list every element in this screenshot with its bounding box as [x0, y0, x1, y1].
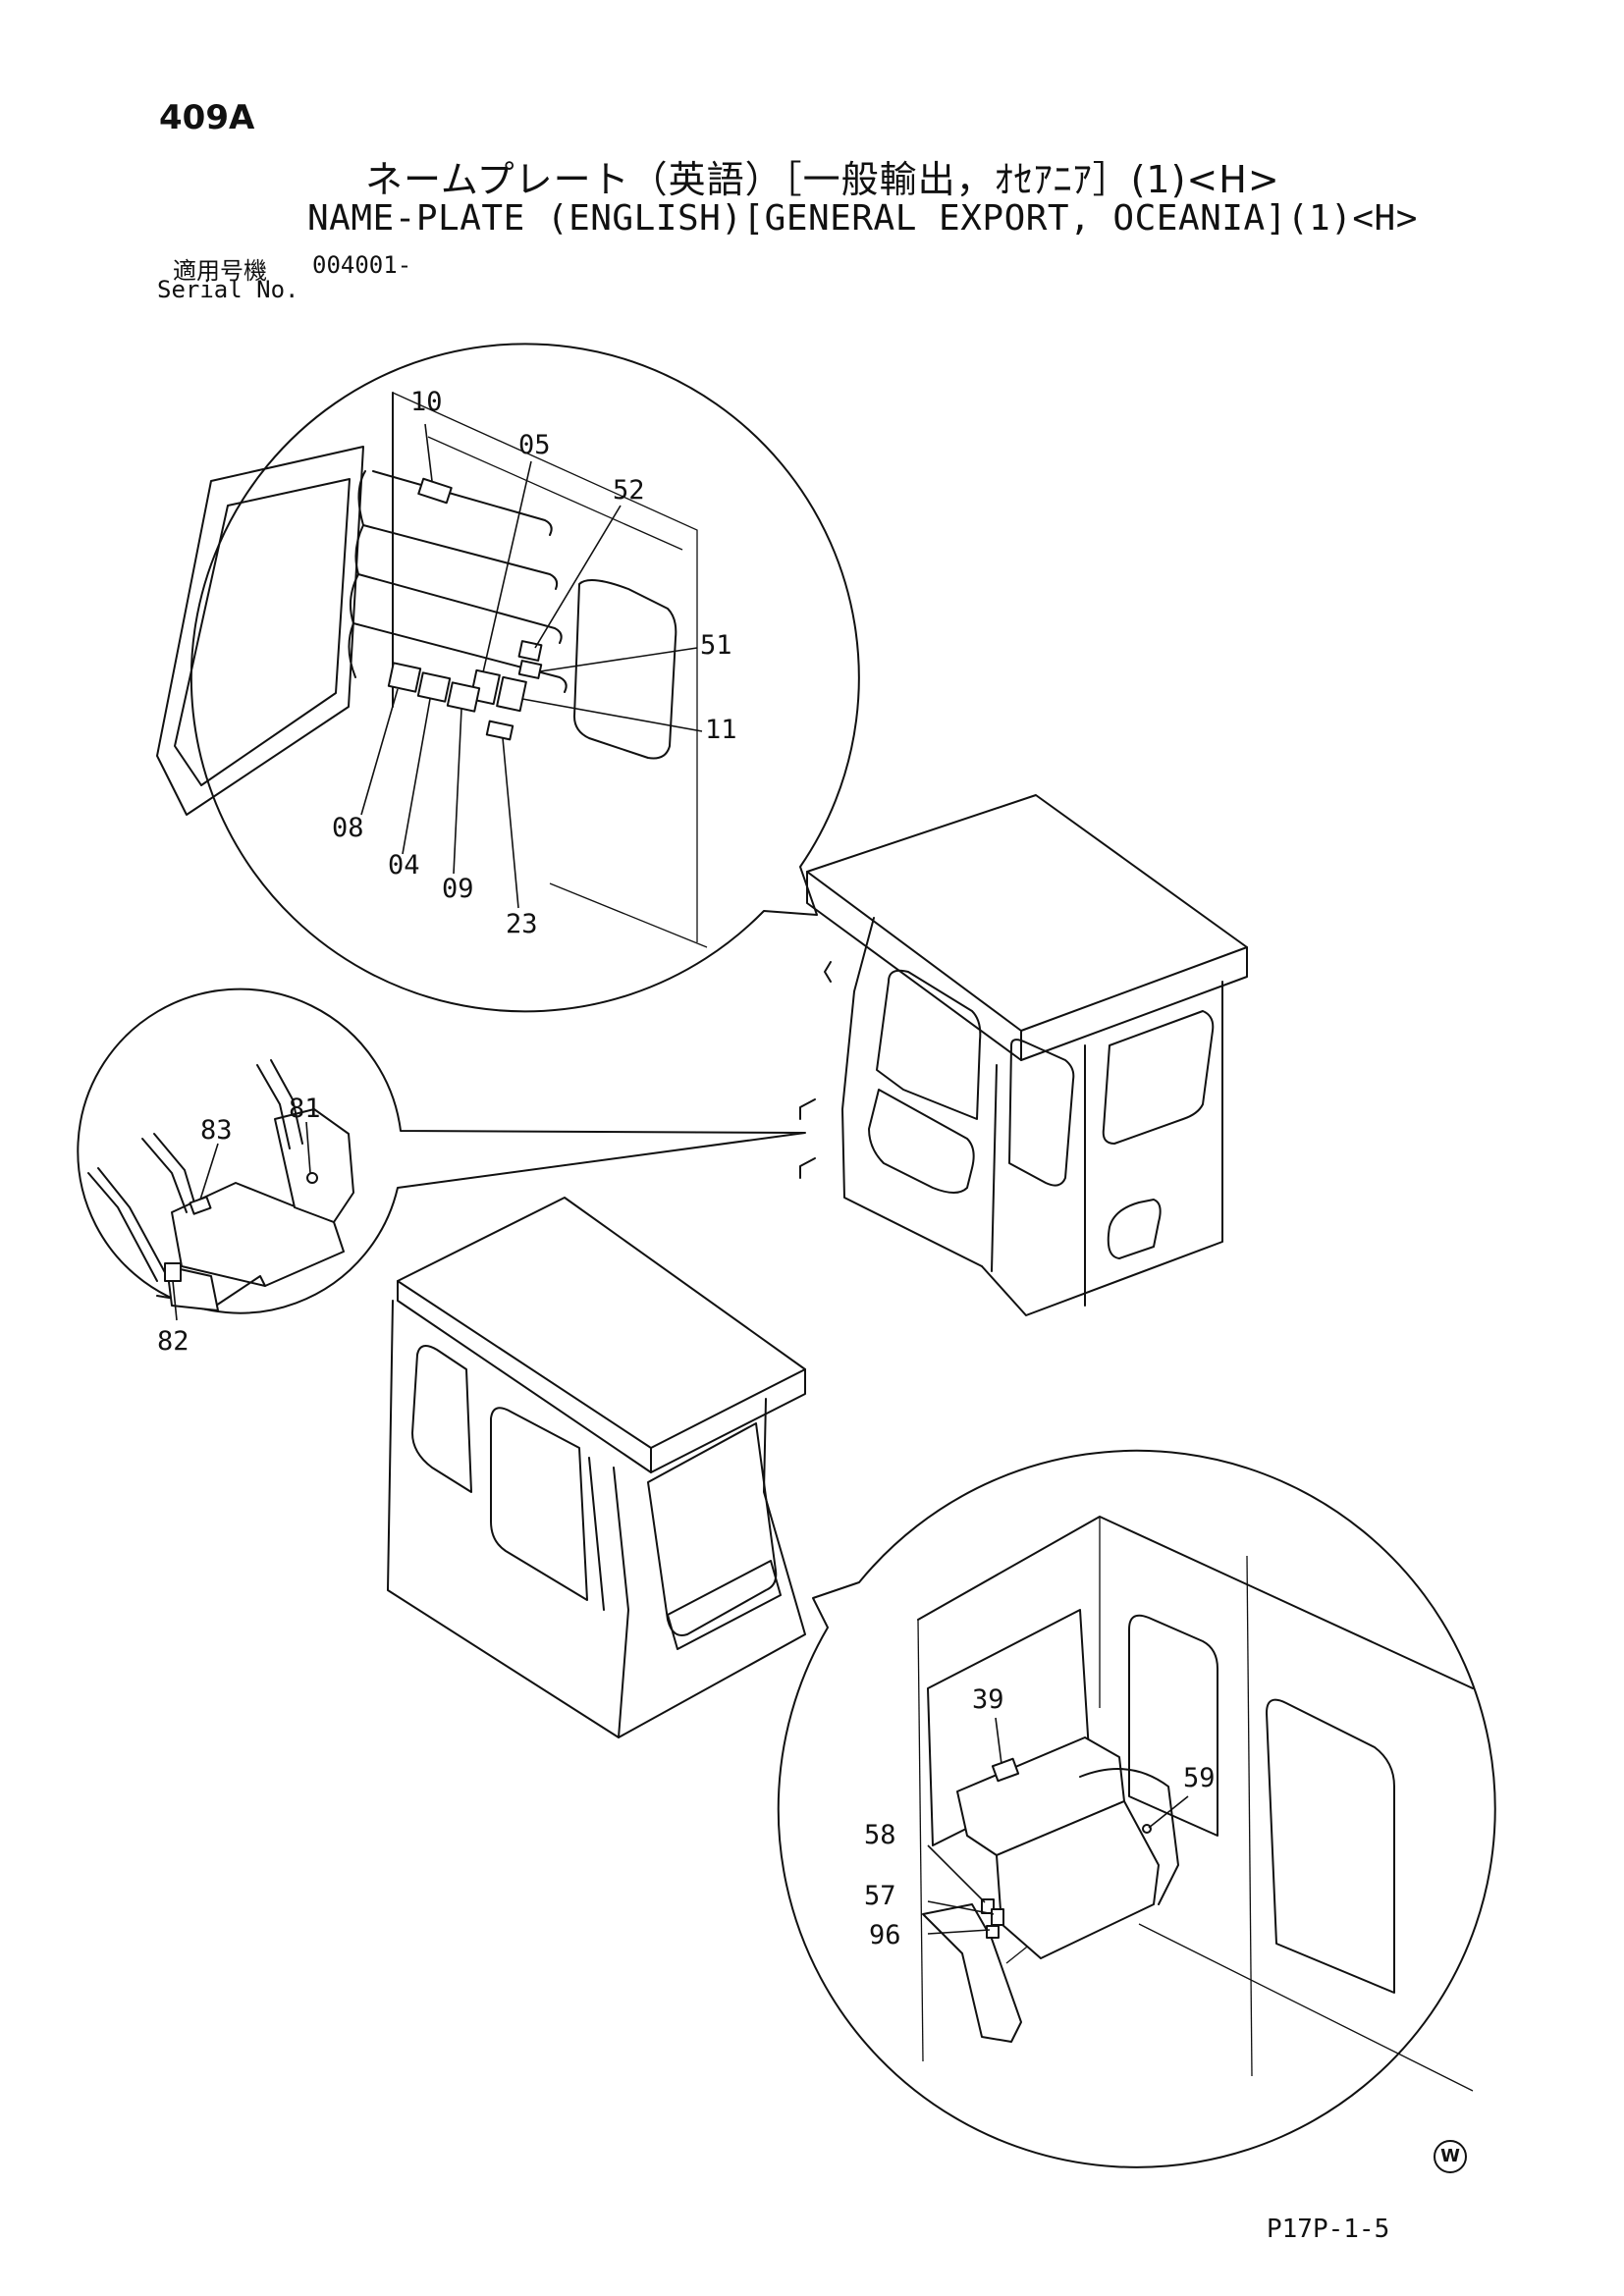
- plate-81: [306, 1172, 318, 1184]
- top-detail-bubble: [189, 343, 860, 1013]
- plate-96: [986, 1925, 1000, 1939]
- top-detail-view: 10 05 52 51 11 08 04 09 23: [156, 343, 860, 1013]
- callout-10: 10: [410, 387, 443, 417]
- callout-59: 59: [1183, 1763, 1216, 1793]
- plate-04: [416, 671, 452, 703]
- cab-lower-view: [387, 1197, 806, 1738]
- callout-96: 96: [869, 1920, 901, 1950]
- w-circle-mark: W: [1434, 2140, 1467, 2173]
- plate-10: [417, 477, 453, 505]
- callout-08: 08: [332, 813, 364, 843]
- left-detail-view: 81 83 82: [77, 988, 806, 1357]
- drawing-code: P17P-1-5: [1267, 2215, 1390, 2244]
- plate-57: [991, 1908, 1004, 1926]
- plate-09: [446, 681, 481, 713]
- serial-label-japanese: 適用号機: [173, 257, 267, 285]
- title-japanese: ネームプレート（英語）［一般輸出，ｵｾｱﾆｱ］(1)<H>: [365, 158, 1280, 201]
- plate-08: [387, 662, 422, 693]
- callout-23: 23: [506, 909, 538, 939]
- callout-04: 04: [388, 850, 420, 881]
- bottom-detail-bubble: [777, 1449, 1496, 2168]
- callout-52: 52: [613, 475, 645, 506]
- callout-39: 39: [972, 1684, 1004, 1715]
- callout-81: 81: [289, 1094, 321, 1124]
- plate-59: [1142, 1824, 1152, 1834]
- callout-09: 09: [442, 874, 474, 904]
- serial-number-value: 004001-: [312, 251, 412, 279]
- callout-05: 05: [518, 430, 551, 460]
- left-detail-bubble: [77, 988, 806, 1314]
- callout-82: 82: [157, 1326, 189, 1357]
- plate-83: [189, 1196, 212, 1215]
- plate-39: [991, 1757, 1020, 1783]
- plate-82: [164, 1262, 182, 1282]
- plate-23: [485, 720, 514, 741]
- plate-51: [517, 660, 543, 679]
- bottom-detail-view: 39 59 58 57 96: [777, 1449, 1496, 2168]
- callout-11: 11: [705, 715, 737, 745]
- callout-83: 83: [200, 1115, 233, 1146]
- cab-upper-view: [799, 794, 1248, 1316]
- callout-57: 57: [864, 1881, 896, 1911]
- page-number: 409A: [159, 98, 255, 137]
- callout-58: 58: [864, 1820, 896, 1850]
- callout-51: 51: [700, 630, 732, 661]
- plate-11: [496, 675, 527, 713]
- title-english: NAME-PLATE (ENGLISH)[GENERAL EXPORT, OCE…: [307, 198, 1418, 239]
- serial-label-english: Serial No.: [157, 276, 299, 303]
